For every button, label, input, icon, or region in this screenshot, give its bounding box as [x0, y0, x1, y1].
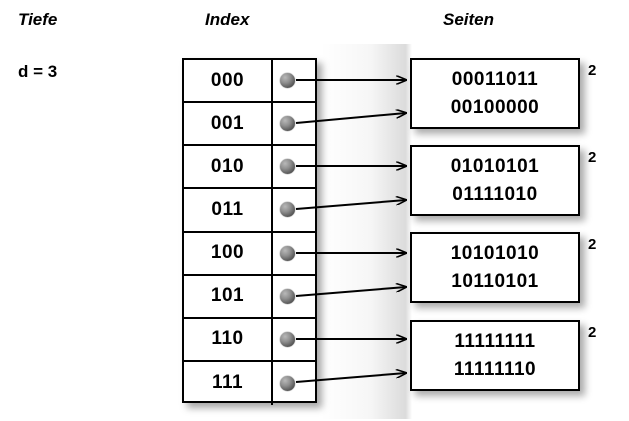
page-record: 00100000 — [450, 96, 540, 118]
page-block[interactable]: 01010101 01111010 — [410, 145, 580, 216]
index-row[interactable]: 011 — [184, 189, 315, 233]
page-record: 10101010 — [450, 242, 540, 264]
background-shade — [320, 44, 412, 419]
index-row[interactable]: 010 — [184, 146, 315, 190]
index-pointer-cell[interactable] — [273, 233, 315, 274]
index-pointer-cell[interactable] — [273, 103, 315, 144]
index-key: 010 — [184, 146, 273, 188]
page-local-depth: 2 — [588, 324, 597, 341]
index-key: 110 — [184, 318, 273, 360]
page-record: 11111110 — [453, 358, 537, 380]
page-block[interactable]: 10101010 10110101 — [410, 232, 580, 303]
page-block[interactable]: 11111111 11111110 — [410, 320, 580, 391]
index-pointer-cell[interactable] — [273, 189, 315, 230]
index-column-header: Index — [205, 10, 250, 29]
index-pointer-cell[interactable] — [273, 276, 315, 317]
index-key: 100 — [184, 232, 273, 274]
global-depth-value: d = 3 — [18, 62, 58, 81]
index-pointer-cell[interactable] — [273, 146, 315, 187]
index-pointer-cell[interactable] — [273, 319, 315, 360]
page-block[interactable]: 00011011 00100000 — [410, 58, 580, 129]
pointer-dot-icon — [280, 375, 295, 391]
pointer-dot-icon — [280, 73, 295, 89]
index-key: 011 — [184, 189, 273, 231]
page-record: 10110101 — [451, 270, 539, 292]
page-local-depth: 2 — [588, 62, 597, 79]
page-local-depth: 2 — [588, 236, 597, 253]
index-row[interactable]: 110 — [184, 318, 315, 362]
index-directory-table: 000 001 010 011 100 — [182, 58, 317, 405]
pointer-dot-icon — [280, 159, 295, 175]
page-record: 00011011 — [451, 68, 539, 90]
page-local-depth: 2 — [588, 149, 597, 166]
page-record: 01111010 — [452, 183, 538, 205]
page-record: 01010101 — [450, 155, 540, 177]
index-key: 101 — [184, 275, 273, 317]
index-pointer-cell[interactable] — [273, 362, 315, 405]
index-key: 000 — [184, 60, 273, 102]
index-row[interactable]: 000 — [184, 60, 315, 104]
pointer-dot-icon — [280, 245, 295, 261]
index-key: 111 — [184, 361, 273, 405]
index-key: 001 — [184, 103, 273, 145]
pointer-dot-icon — [280, 288, 295, 304]
index-row[interactable]: 100 — [184, 232, 315, 276]
index-row[interactable]: 101 — [184, 275, 315, 319]
pointer-dot-icon — [280, 331, 295, 347]
pointer-dot-icon — [280, 116, 295, 132]
page-record: 11111111 — [454, 330, 536, 352]
pointer-dot-icon — [280, 202, 295, 218]
depth-column-header: Tiefe — [18, 10, 58, 29]
index-pointer-cell[interactable] — [273, 60, 315, 101]
pages-column-header: Seiten — [443, 10, 495, 29]
index-row[interactable]: 001 — [184, 103, 315, 147]
index-row[interactable]: 111 — [184, 361, 315, 405]
